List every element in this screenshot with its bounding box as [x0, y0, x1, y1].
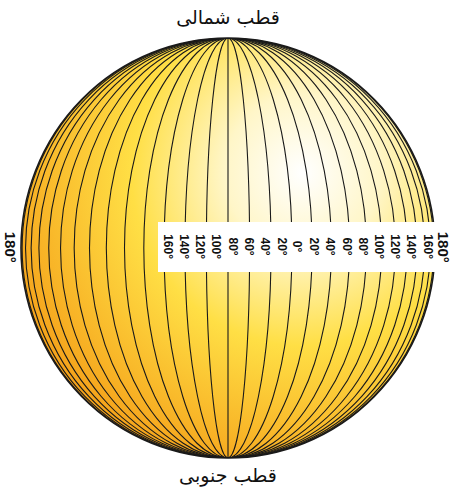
label-band [158, 222, 436, 272]
longitude-value: 80° [225, 238, 238, 256]
longitude-value: 40° [258, 238, 271, 256]
globe-body [21, 38, 435, 458]
pole-label: قطب جنوبی [179, 465, 277, 486]
longitude-value: 60° [339, 238, 352, 256]
meridian-line [31, 38, 425, 458]
meridian-line [125, 38, 332, 458]
meridian-line [185, 38, 271, 458]
meridian-line [22, 38, 434, 458]
longitude-value: 160° [420, 235, 433, 260]
meridian-lines [22, 38, 434, 458]
longitude-value: 60° [242, 238, 255, 256]
longitude-value: 160° [160, 235, 173, 260]
meridian-line [106, 38, 349, 458]
meridian-line [144, 38, 312, 458]
longitude-value: 120° [388, 235, 401, 260]
meridian-line [39, 38, 417, 458]
longitude-value: 0° [290, 241, 303, 252]
longitude-value: 80° [355, 238, 368, 256]
longitude-value: 140° [404, 235, 417, 260]
longitude-label: 180° [435, 231, 452, 262]
longitude-value: 140° [177, 235, 190, 260]
longitude-value: 100° [209, 235, 222, 260]
meridian-line [89, 38, 366, 458]
meridian-line [61, 38, 396, 458]
longitude-value: 20° [307, 238, 320, 256]
longitude-value: 20° [274, 238, 287, 256]
longitude-value: 40° [323, 238, 336, 256]
longitude-label: 180° [2, 231, 19, 262]
globe-outline [21, 38, 435, 458]
pole-label: قطب شمالی [176, 7, 280, 28]
longitude-value: 120° [193, 235, 206, 260]
longitude-value: 100° [372, 235, 385, 260]
